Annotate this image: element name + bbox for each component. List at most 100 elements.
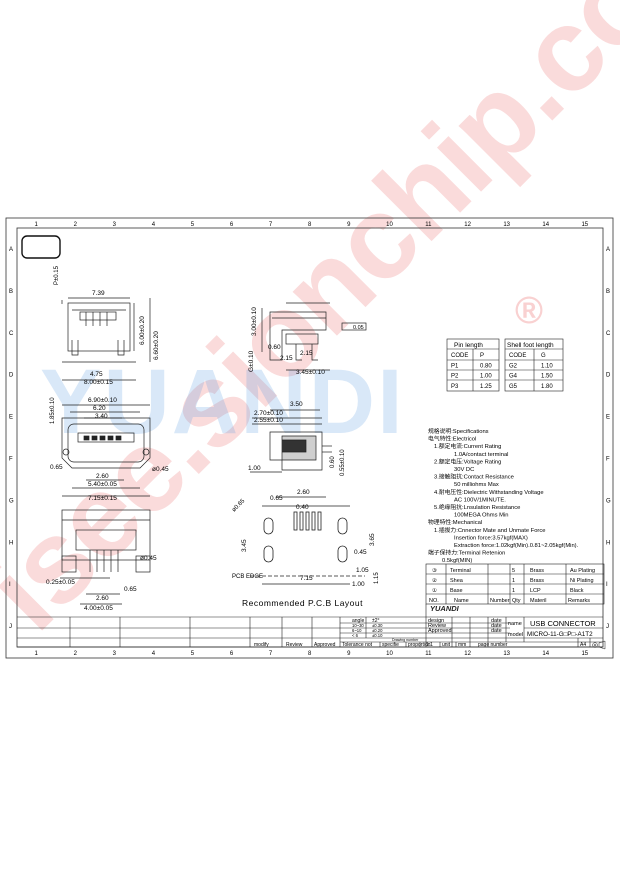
dim-mid-d1: 1.85±0.10: [50, 397, 56, 424]
row-label: A: [9, 247, 13, 253]
dim-side-d3: 2.15: [280, 355, 293, 362]
footer-cell: specifie: [382, 642, 399, 648]
spec-line: Extraction force:1.02kgf(Min).0.81~2.05k…: [454, 543, 579, 549]
shell-length-table: [504, 338, 564, 392]
spec-line: 端子保持力:Terminal Retenion: [428, 549, 505, 557]
shell-table-cell: G4: [509, 374, 518, 380]
pin-table-cell: P3: [451, 384, 459, 390]
row-label: B: [9, 289, 13, 295]
pin-length-table: [446, 338, 500, 392]
dim-front-p: P±0.15: [54, 265, 60, 285]
dim-front-h1: 6.60±0.20: [153, 331, 160, 360]
row-label: I: [606, 582, 608, 588]
spec-line: 4.耐电压性:Dielectric Withstanding Voltage: [434, 488, 544, 496]
bom-cell: ①: [432, 587, 437, 594]
sheet-frame-outer: [5, 217, 614, 659]
shell-table-cell: 1.80: [541, 384, 553, 390]
date-label-2: date: [491, 623, 502, 629]
spec-line: 50 milliohms Max: [454, 482, 499, 488]
spec-line: 规格说明:Specifications: [428, 427, 489, 435]
dim-bottom-d2: 0.25±0.05: [46, 579, 75, 586]
shell-table-cell: G: [541, 353, 546, 359]
dim-pcb-d1: ø0.65: [231, 498, 247, 514]
dim-pcb-d10: 7.15: [300, 575, 313, 582]
pin-table-cell: P2: [451, 374, 459, 380]
footer-cell: 1:1: [426, 642, 433, 648]
mid-side-view: [250, 409, 332, 473]
logo-box: [21, 235, 61, 259]
column-label: 6: [230, 222, 234, 228]
dim-front-w1: 7.39: [92, 290, 105, 297]
column-label: 5: [191, 222, 195, 228]
tolerance-value: ±0.20: [372, 628, 383, 633]
title-block: [17, 604, 603, 648]
dim-pcb-d4: 0.40: [296, 504, 309, 511]
bom-cell: Terminal: [450, 568, 471, 574]
dim-mid-d9: ø0.45: [152, 466, 169, 473]
bom-header: Qty: [512, 598, 521, 604]
column-label: 14: [542, 651, 549, 657]
footer-cell: Approved: [314, 642, 336, 648]
spec-line: 5.绝缘阻抗:Lnsulation Resistance: [434, 503, 520, 511]
bom-cell: 1: [512, 588, 515, 594]
row-label: F: [9, 456, 13, 462]
pin-table-cell: CODE: [451, 353, 468, 359]
dim-pcb-d9: 1.15: [374, 572, 380, 584]
pcb-layout-title: Recommended P.C.B Layout: [242, 598, 363, 608]
column-label: 7: [269, 651, 273, 657]
dim-front-w3: 8.00±0.15: [84, 379, 113, 386]
dim-midside-d5: 0.60: [330, 456, 336, 468]
column-label: 11: [425, 222, 432, 228]
column-label: 10: [386, 651, 393, 657]
column-label: 10: [386, 222, 393, 228]
column-label: 4: [152, 222, 156, 228]
column-label: 3: [113, 651, 117, 657]
logo-text: YUANDI: [430, 604, 460, 613]
dim-mid-d5: 0.65: [50, 464, 63, 471]
dim-midside-d2: 2.70±0.10: [254, 410, 283, 417]
dim-midside-d4: 1.00: [248, 465, 261, 472]
footer-cell: proportion: [408, 642, 431, 648]
dim-side-d4: 2.15: [300, 350, 313, 357]
column-label: 9: [347, 651, 351, 657]
row-label: E: [9, 415, 13, 421]
column-label: 14: [542, 222, 549, 228]
dim-front-w2: 4.75: [90, 371, 103, 378]
pin-table-cell: 0.80: [480, 363, 492, 369]
bom-cell: 5: [512, 568, 515, 574]
model-label: model: [508, 632, 523, 638]
bom-cell: Brass: [530, 568, 544, 574]
bom-cell: Base: [450, 588, 463, 594]
name-value: USB CONNECTOR: [530, 619, 596, 628]
dim-side-d1: 3.00±0.10: [251, 307, 258, 336]
dim-pcb-d8: 1.05: [356, 567, 369, 574]
footer-cell: modify: [254, 642, 269, 648]
spec-line: 3.接触阻抗:Contact Resistance: [434, 473, 514, 481]
specifications: 规格说明:Specifications电气特性:Electricol1.额定电流…: [428, 427, 579, 564]
row-label: J: [9, 624, 12, 630]
row-label: F: [606, 456, 610, 462]
angle-label: angle: [352, 618, 364, 624]
bom-header: Name: [454, 598, 469, 604]
column-label: 1: [35, 651, 39, 657]
dim-bottom-d3: 0.65: [124, 586, 137, 593]
row-label: H: [606, 540, 610, 546]
dim-bottom-d5: 4.00±0.05: [84, 605, 113, 612]
spec-line: 0.5kgf(MIN): [442, 558, 472, 564]
pcb-edge-label: PCB EDGE: [232, 574, 263, 580]
tolerance-table: 10~30±0.306~10±0.20< 6±0.10: [352, 623, 383, 638]
column-label: 2: [74, 651, 78, 657]
column-label: 12: [464, 651, 471, 657]
column-label: 4: [152, 651, 156, 657]
dim-midside-d6: 0.55±0.10: [340, 449, 346, 476]
bom-cell: LCP: [530, 588, 541, 594]
dim-midside-d3: 2.55±0.10: [254, 417, 283, 424]
shell-table-cell: 1.50: [541, 374, 553, 380]
bom-header: Materil: [530, 598, 547, 604]
dim-pcb-d7: 0.45: [354, 549, 367, 556]
dim-pcb-d11: 1.00: [352, 581, 365, 588]
dim-side-d5: 3.45±0.10: [296, 369, 325, 376]
model-value: MICRO-11-G□P□-A1T2: [527, 631, 593, 638]
